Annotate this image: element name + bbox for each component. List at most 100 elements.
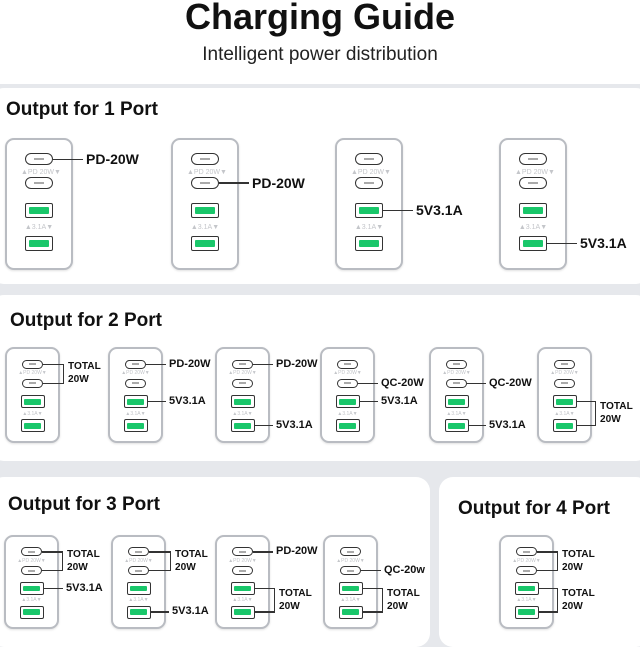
- charger-13-label-total-1: TOTAL: [279, 587, 312, 599]
- charger-5-label-total-0: TOTAL: [68, 361, 101, 373]
- charger-12-bracket-side-0: [170, 551, 172, 572]
- charger-12-c-mark: ▲PD 20W▼: [124, 557, 153, 564]
- charger-3-leader-0: [383, 210, 413, 212]
- charger-7-label-0: PD-20W: [276, 357, 318, 370]
- charger-4-label-0: 5V3.1A: [580, 235, 627, 252]
- charger-15-c-mark: ▲PD 20W▼: [512, 557, 541, 564]
- charger-11-usb-a-port-2: [19, 605, 44, 619]
- charger-9-leader-1: [468, 425, 486, 427]
- charger-4-usb-a-port-2: [519, 236, 547, 252]
- charger-3-usb-a-port-1: [355, 203, 383, 219]
- charger-2-usb-c-port-1: [191, 153, 219, 166]
- charger-8-usb-a-port-2: [335, 419, 360, 433]
- charger-1-usb-a-port-1: [25, 203, 53, 219]
- charger-7-leader-0: [253, 363, 273, 365]
- charger-2-a-mark: ▲3.1A▼: [190, 224, 220, 232]
- charger-5-usb-a-port-1: [20, 395, 45, 409]
- charger-5-bracket-top-0: [43, 363, 63, 365]
- charger-7-usb-a-port-1: [230, 395, 255, 409]
- charger-10-bracket-top-0: [576, 401, 595, 403]
- charger-12-label-total-0: TOTAL: [175, 548, 208, 560]
- charger-3-a-mark: ▲3.1A▼: [354, 224, 384, 232]
- charger-3-usb-a-port-2: [355, 236, 383, 252]
- charger-9-usb-a-port-1: [444, 395, 469, 409]
- charger-12-usb-a-port-1: [126, 582, 151, 596]
- charger-13-bracket-side-1: [274, 587, 276, 613]
- charger-6-label-0: PD-20W: [169, 357, 211, 370]
- charger-14-bracket-bottom-1: [362, 611, 382, 613]
- charger-11-label-total-0: TOTAL: [67, 548, 100, 560]
- charger-14-usb-a-port-1: [338, 582, 363, 596]
- charger-13-leader-0: [253, 551, 273, 553]
- charger-13-label-0: PD-20W: [276, 545, 318, 558]
- charger-11-usb-c-port-1: [21, 547, 42, 557]
- charger-15-bracket-bottom-0: [537, 570, 557, 572]
- charger-14-a-mark: ▲3.1A▼: [340, 597, 361, 604]
- charger-15-a-mark: ▲3.1A▼: [516, 597, 537, 604]
- charger-10-usb-c-port-1: [554, 359, 575, 369]
- charger-14-label-watt-1: 20W: [387, 600, 408, 612]
- charger-2-label-0: PD-20W: [252, 174, 305, 191]
- charger-8-label-0: QC-20W: [381, 376, 424, 389]
- charger-15-label-watt-0: 20W: [562, 561, 583, 573]
- charger-15-label-total-1: TOTAL: [562, 587, 595, 599]
- charger-6-c-mark: ▲PD 20W▼: [121, 370, 150, 377]
- charger-11-bracket-top-0: [42, 551, 62, 553]
- charger-6-usb-a-port-1: [123, 395, 148, 409]
- charger-15-usb-a-port-2: [514, 605, 539, 619]
- charger-9-usb-c-port-1: [446, 359, 467, 369]
- charger-7-c-mark: ▲PD 20W▼: [228, 370, 257, 377]
- charger-11-usb-c-port-2: [21, 566, 42, 576]
- charger-12-label-watt-0: 20W: [175, 561, 196, 573]
- charger-4-c-mark: ▲PD 20W▼: [515, 168, 555, 176]
- charger-2-usb-a-port-2: [191, 236, 219, 252]
- charger-8-leader-0: [358, 382, 378, 385]
- charger-4-usb-a-port-1: [519, 203, 547, 219]
- charger-11-c-mark: ▲PD 20W▼: [17, 557, 46, 564]
- charger-13-usb-a-port-1: [230, 582, 255, 596]
- charger-5-usb-c-port-2: [22, 378, 43, 388]
- charger-8-label-1: 5V3.1A: [381, 395, 418, 407]
- charger-8-leader-1: [359, 401, 378, 403]
- charger-9-a-mark: ▲3.1A▼: [446, 410, 467, 417]
- charger-10-label-watt-0: 20W: [600, 414, 621, 426]
- charger-14-label-total-1: TOTAL: [387, 587, 420, 599]
- charger-7-label-1: 5V3.1A: [276, 419, 313, 431]
- charger-12-label-1: 5V3.1A: [172, 605, 209, 618]
- charger-1-label-0: PD-20W: [86, 150, 139, 167]
- charger-12-usb-c-port-1: [128, 547, 149, 557]
- charger-5-bracket-side-0: [63, 363, 65, 385]
- charger-1-a-mark: ▲3.1A▼: [24, 224, 54, 232]
- charger-10-a-mark: ▲3.1A▼: [554, 410, 575, 417]
- charger-13-bracket-bottom-1: [254, 611, 274, 613]
- charger-6-usb-c-port-2: [125, 378, 146, 388]
- charger-8-usb-a-port-1: [335, 395, 360, 409]
- charger-8-usb-c-port-1: [337, 359, 358, 369]
- charger-6-usb-c-port-1: [125, 359, 146, 369]
- charger-10-label-total-0: TOTAL: [600, 401, 633, 413]
- charger-10-usb-a-port-2: [552, 419, 577, 433]
- charger-1-usb-c-port-1: [25, 153, 53, 166]
- panel-title-one-port: Output for 1 Port: [6, 99, 158, 120]
- charger-7-usb-c-port-1: [232, 359, 253, 369]
- charger-1-usb-c-port-2: [25, 176, 53, 189]
- charger-15-usb-c-port-1: [516, 547, 537, 557]
- charger-5-bracket-bottom-0: [43, 382, 63, 385]
- charger-2-usb-a-port-1: [191, 203, 219, 219]
- charger-3-c-mark: ▲PD 20W▼: [351, 168, 391, 176]
- charger-1-c-mark: ▲PD 20W▼: [21, 168, 61, 176]
- charger-15-bracket-bottom-1: [538, 611, 557, 613]
- charger-11-label-watt-0: 20W: [67, 561, 88, 573]
- charger-10-bracket-side-0: [595, 401, 597, 427]
- charger-14-c-mark: ▲PD 20W▼: [336, 557, 365, 564]
- charger-11-a-mark: ▲3.1A▼: [21, 597, 42, 604]
- charger-9-leader-0: [467, 382, 486, 385]
- charger-12-bracket-top-0: [149, 551, 170, 553]
- charger-5-c-mark: ▲PD 20W▼: [18, 370, 47, 377]
- charger-15-usb-c-port-2: [516, 566, 537, 576]
- panel-title-two-port: Output for 2 Port: [10, 310, 162, 331]
- charger-2-usb-c-port-2: [191, 176, 219, 189]
- charger-10-bracket-bottom-0: [576, 425, 595, 427]
- charger-15-usb-a-port-1: [514, 582, 539, 596]
- charger-5-usb-c-port-1: [22, 359, 43, 369]
